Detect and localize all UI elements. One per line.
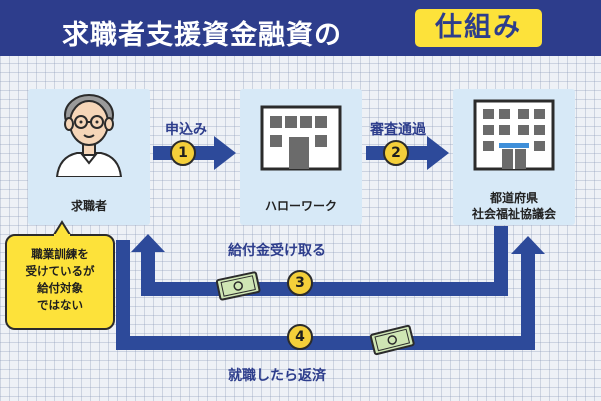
note-bubble: 職業訓練を 受けているが 給付対象 ではない xyxy=(5,234,115,330)
hello-work-building-icon xyxy=(260,105,342,171)
flow-label-apply: 申込み xyxy=(165,122,207,138)
node-job-seeker: 求職者 xyxy=(28,89,150,225)
flow-label-benefit: 給付金受け取る xyxy=(228,243,326,259)
step-badge-3: 3 xyxy=(287,270,313,296)
node-social-welfare-council: 都道府県 社会福祉協議会 xyxy=(453,89,575,225)
node-job-seeker-label: 求職者 xyxy=(70,199,107,213)
step-badge-4: 4 xyxy=(287,324,313,350)
page-title: 求職者支援資金融資の xyxy=(62,20,342,51)
step-badge-2: 2 xyxy=(383,140,409,166)
note-line: 受けているが xyxy=(25,264,95,278)
note-line: 職業訓練を xyxy=(31,247,89,261)
money-bill-icon xyxy=(369,324,415,356)
header-banner: 求職者支援資金融資の 仕組み xyxy=(0,0,601,56)
money-bill-icon xyxy=(215,271,261,301)
council-building-icon xyxy=(473,99,555,171)
arrow-repayment xyxy=(116,236,545,350)
node-hello-work: ハローワーク xyxy=(240,89,362,225)
flow-label-approval: 審査通過 xyxy=(370,122,426,138)
node-council-label-line1: 都道府県 xyxy=(489,191,538,205)
note-line: ではない xyxy=(37,298,83,312)
node-hello-work-label: ハローワーク xyxy=(264,199,337,213)
note-pointer-seam xyxy=(54,234,70,238)
step-badge-1: 1 xyxy=(170,140,196,166)
arrow-benefit xyxy=(131,226,508,296)
flow-label-repayment: 就職したら返済 xyxy=(228,368,326,384)
page-title-highlight: 仕組み xyxy=(415,9,542,47)
node-council-label-line2: 社会福祉協議会 xyxy=(471,207,556,221)
note-line: 給付対象 xyxy=(37,281,83,295)
job-seeker-avatar-icon xyxy=(55,94,123,177)
